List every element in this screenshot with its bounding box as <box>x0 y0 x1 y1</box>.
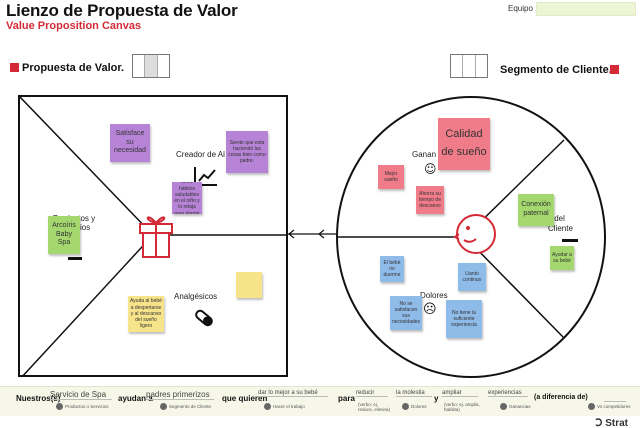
sticky-note-siente[interactable]: Siente que esta haciendo las cosas bien … <box>226 131 268 173</box>
statement-diferencia: (a diferencia de) <box>534 394 588 401</box>
statement-que-quieren: que quieren <box>222 394 268 403</box>
page-subtitle: Value Proposition Canvas <box>6 20 142 32</box>
gain-creators-label: Creador de Al <box>176 150 225 159</box>
amplify-verb-input[interactable]: ampliar <box>442 390 478 397</box>
strategyzer-logo: Ↄ Strat <box>595 418 628 428</box>
pains-icon <box>402 403 409 410</box>
pill-icon <box>195 309 213 327</box>
gains-icon <box>500 403 507 410</box>
gains-label: Ganan <box>412 150 437 159</box>
sublabel-segment-text: Segmento de Cliente <box>169 404 212 409</box>
sublabel-products-text: Productos o Servicios <box>65 404 109 409</box>
section-marker-icon <box>610 65 619 74</box>
value-statement-bar <box>0 386 640 416</box>
team-label: Equipo <box>508 4 533 13</box>
customer-jobs-label: s del Cliente <box>548 214 573 233</box>
sticky-note-blue-1[interactable]: El bebé no duerme <box>380 256 404 282</box>
customer-profile-thumbnail-icon <box>450 54 488 78</box>
product-input[interactable]: Servicio de Spa <box>50 390 112 400</box>
sublabel-pains: Dolores <box>402 403 427 410</box>
value-map-diagonals <box>20 97 286 375</box>
sticky-note-conexion[interactable]: Conexión paternal <box>518 194 554 226</box>
sublabel-segment: Segmento de Cliente <box>160 403 211 410</box>
job-icon <box>264 403 271 410</box>
sublabel-amplify-verb: (verbo: ej. amplia, habilita) <box>444 402 480 413</box>
sad-face-icon: ☹ <box>423 302 437 317</box>
sticky-note-arcoiris[interactable]: Arcoíris Baby Spa <box>48 216 80 254</box>
sublabel-job-text: Hacer el trabajo <box>273 404 305 409</box>
sticky-note-satisface[interactable]: Satisface su necesidad <box>110 124 150 162</box>
competitors-icon <box>588 403 595 410</box>
sticky-note-ayuda-bebe[interactable]: Ayuda al bebé a despertarse y al descans… <box>128 296 164 332</box>
jobs-line-icon <box>562 239 578 242</box>
sticky-note-yellow-small[interactable] <box>236 272 262 298</box>
sticky-note-mejor-sueno[interactable]: Mejor sueño <box>378 165 404 189</box>
fit-arrows-icon <box>288 229 336 239</box>
pain-input[interactable]: la molestia <box>396 390 432 397</box>
pain-relievers-label: Analgésicos <box>174 292 218 301</box>
sticky-note-calidad[interactable]: Calidad de sueño <box>438 118 490 170</box>
logo-mark-icon: Ↄ <box>595 418 603 428</box>
logo-text: Strat <box>605 418 628 428</box>
statement-ayudan: ayudan a <box>118 394 153 403</box>
sticky-note-green-small[interactable]: Ayudar a su bebé <box>550 246 574 270</box>
statement-para: para <box>338 394 355 403</box>
sticky-note-blue-4[interactable]: No tiene la suficiente experiencia <box>446 300 482 338</box>
segment-input[interactable]: padres primerizos <box>146 390 214 400</box>
gift-icon <box>139 216 173 258</box>
segment-icon <box>160 403 167 410</box>
job-input[interactable]: dar lo mejor a su bebé <box>258 390 328 397</box>
customer-face-icon <box>453 214 496 254</box>
sticky-note-blue-2[interactable]: Llanto continuo <box>458 263 486 291</box>
sublabel-competitors: Vs competidores <box>588 403 631 410</box>
value-map-thumbnail-icon <box>132 54 170 78</box>
page-title: Lienzo de Propuesta de Valor <box>6 1 238 20</box>
product-line-icon <box>68 257 82 260</box>
team-input[interactable] <box>536 2 636 16</box>
sticky-note-crea-habitos[interactable]: Crea hábitos saludables en el niño y lo … <box>172 182 202 214</box>
sublabel-job: Hacer el trabajo <box>264 403 305 410</box>
customer-segment-title: Segmento de Cliente. <box>500 64 612 76</box>
sticky-note-ahorra[interactable]: Ahorra su tiempo de descanso <box>416 186 444 214</box>
value-proposition-title: Propuesta de Valor. <box>22 62 125 74</box>
sublabel-gains-text: Ganancias <box>509 404 531 409</box>
competitor-input[interactable] <box>604 392 626 402</box>
sublabel-products: Productos o Servicios <box>56 403 109 410</box>
statement-y: y <box>434 394 439 403</box>
sublabel-gains: Ganancias <box>500 403 531 410</box>
sublabel-pains-text: Dolores <box>411 404 427 409</box>
smile-icon: ☺ <box>424 162 437 176</box>
gain-input[interactable]: experiencias <box>488 390 528 397</box>
sublabel-reduce-verb: (verbo: ej. reduce, elimina) <box>358 402 391 413</box>
statement-nuestros: Nuestros(s) <box>16 394 61 403</box>
sublabel-competitors-text: Vs competidores <box>597 404 631 409</box>
reduce-verb-input[interactable]: reducir <box>356 390 388 397</box>
products-icon <box>56 403 63 410</box>
section-marker-icon <box>10 63 19 72</box>
pains-label: Dolores <box>420 291 448 300</box>
sticky-note-blue-3[interactable]: No se satisfacen sus necesidades <box>390 296 422 330</box>
